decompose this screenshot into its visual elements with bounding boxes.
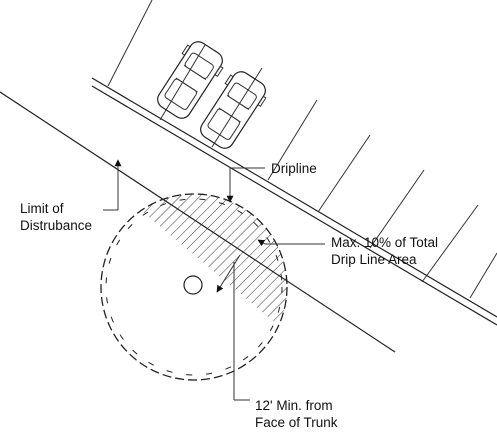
- max-area-label: Drip Line Area: [331, 252, 417, 267]
- limit-of-disturbance-label: Limit of: [20, 201, 64, 216]
- parked-car-icon: [157, 41, 224, 119]
- tree-trunk: [183, 275, 203, 295]
- parked-car-icon: [200, 71, 267, 149]
- max-area-label: Max. 10% of Total: [331, 235, 438, 250]
- min-distance-label: Face of Trunk: [255, 415, 338, 430]
- dripline-label: Dripline: [271, 161, 317, 176]
- parking-stall-lines: [107, 0, 497, 299]
- impacted-drip-line-area: [101, 194, 287, 332]
- min-distance-label: 12' Min. from: [255, 398, 333, 413]
- dripline-circle: [100, 193, 288, 381]
- leaders: [103, 159, 325, 401]
- limit-of-disturbance-label: Distrubance: [20, 218, 92, 233]
